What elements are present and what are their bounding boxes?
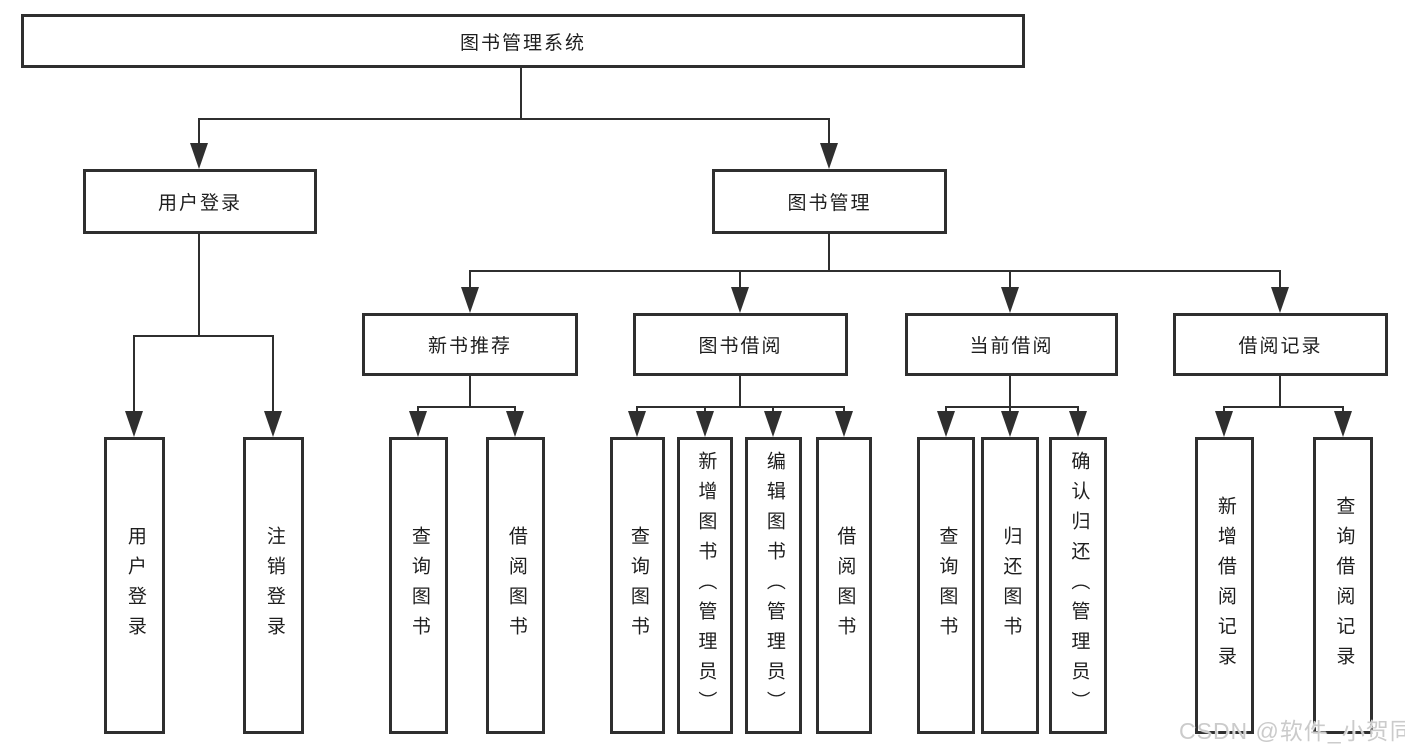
arrowhead-down-icon bbox=[1069, 411, 1087, 437]
leaf-label: 查询图书 bbox=[408, 525, 430, 646]
arrowhead-down-icon bbox=[190, 143, 208, 169]
connector-drop-leaf bbox=[417, 406, 419, 415]
connector-drop-leaf bbox=[1342, 406, 1344, 415]
connector-record-group-hline bbox=[1223, 406, 1344, 408]
leaf-label: 查询图书 bbox=[627, 525, 649, 646]
node-new-book-recommend: 新书推荐 bbox=[362, 313, 578, 376]
connector-current-group-hline bbox=[945, 406, 1079, 408]
leaf-label: 查询图书 bbox=[936, 525, 958, 646]
arrowhead-down-icon bbox=[1001, 287, 1019, 313]
arrowhead-down-icon bbox=[506, 411, 524, 437]
connector-drop-current-borrow bbox=[1009, 270, 1011, 290]
arrowhead-down-icon bbox=[461, 287, 479, 313]
arrowhead-down-icon bbox=[125, 411, 143, 437]
leaf-label: 新增图书（管理员） bbox=[695, 450, 717, 721]
leaf-label: 注销登录 bbox=[263, 525, 285, 646]
leaf-edit-books-admin: 编辑图书（管理员） bbox=[745, 437, 802, 734]
connector-book-management-stem bbox=[828, 233, 830, 272]
connector-drop-leaf bbox=[1009, 406, 1011, 415]
connector-borrow-group-hline bbox=[636, 406, 845, 408]
connector-drop-leaf bbox=[945, 406, 947, 415]
arrowhead-down-icon bbox=[820, 143, 838, 169]
connector-record-stem bbox=[1279, 375, 1281, 408]
connector-drop-leaf bbox=[772, 406, 774, 415]
connector-level3-hline bbox=[469, 270, 1281, 272]
connector-login-group-hline bbox=[133, 335, 274, 337]
arrowhead-down-icon bbox=[1334, 411, 1352, 437]
node-book-borrow: 图书借阅 bbox=[633, 313, 848, 376]
connector-drop-leaf bbox=[636, 406, 638, 415]
leaf-label: 借阅图书 bbox=[505, 525, 527, 646]
leaf-label: 编辑图书（管理员） bbox=[763, 450, 785, 721]
leaf-label: 借阅图书 bbox=[834, 525, 856, 646]
leaf-query-borrow-record: 查询借阅记录 bbox=[1313, 437, 1373, 734]
leaf-logout: 注销登录 bbox=[243, 437, 304, 734]
connector-drop-leaf bbox=[1223, 406, 1225, 415]
leaf-confirm-return-admin: 确认归还（管理员） bbox=[1049, 437, 1107, 734]
node-user-login: 用户登录 bbox=[83, 169, 317, 234]
connector-user-login-stem bbox=[198, 233, 200, 337]
connector-recommend-stem bbox=[469, 375, 471, 408]
arrowhead-down-icon bbox=[937, 411, 955, 437]
leaf-label: 归还图书 bbox=[1000, 525, 1022, 646]
connector-drop-new-book-recommend bbox=[469, 270, 471, 290]
node-book-management: 图书管理 bbox=[712, 169, 947, 234]
node-root-library-system: 图书管理系统 bbox=[21, 14, 1025, 68]
arrowhead-down-icon bbox=[1215, 411, 1233, 437]
leaf-add-books-admin: 新增图书（管理员） bbox=[677, 437, 733, 734]
leaf-query-books-recommend: 查询图书 bbox=[389, 437, 448, 734]
connector-current-stem bbox=[1009, 375, 1011, 408]
connector-drop-book-management bbox=[828, 118, 830, 148]
arrowhead-down-icon bbox=[1271, 287, 1289, 313]
arrowhead-down-icon bbox=[628, 411, 646, 437]
leaf-add-borrow-record: 新增借阅记录 bbox=[1195, 437, 1254, 734]
leaf-label: 用户登录 bbox=[124, 525, 146, 646]
arrowhead-down-icon bbox=[264, 411, 282, 437]
arrowhead-down-icon bbox=[696, 411, 714, 437]
leaf-borrow-books-recommend: 借阅图书 bbox=[486, 437, 545, 734]
connector-drop-leaf bbox=[843, 406, 845, 415]
connector-recommend-group-hline bbox=[417, 406, 516, 408]
leaf-query-books-borrow: 查询图书 bbox=[610, 437, 665, 734]
connector-drop-leaf bbox=[514, 406, 516, 415]
connector-drop-user-login bbox=[198, 118, 200, 148]
connector-drop-leaf bbox=[704, 406, 706, 415]
connector-drop-book-borrow bbox=[739, 270, 741, 290]
node-borrow-record: 借阅记录 bbox=[1173, 313, 1388, 376]
leaf-user-login: 用户登录 bbox=[104, 437, 165, 734]
leaf-borrow-books: 借阅图书 bbox=[816, 437, 872, 734]
connector-drop-leaf-logout bbox=[272, 335, 274, 415]
connector-level2-hline bbox=[198, 118, 830, 120]
watermark-csdn: CSDN @软件_小贺同学 bbox=[1179, 718, 1405, 744]
connector-drop-leaf-user-login bbox=[133, 335, 135, 415]
connector-drop-borrow-record bbox=[1279, 270, 1281, 290]
connector-root-stem bbox=[520, 68, 522, 120]
leaf-label: 查询借阅记录 bbox=[1333, 495, 1355, 676]
arrowhead-down-icon bbox=[764, 411, 782, 437]
arrowhead-down-icon bbox=[731, 287, 749, 313]
connector-drop-leaf bbox=[1077, 406, 1079, 415]
leaf-label: 新增借阅记录 bbox=[1214, 495, 1236, 676]
leaf-label: 确认归还（管理员） bbox=[1068, 450, 1090, 721]
arrowhead-down-icon bbox=[409, 411, 427, 437]
node-current-borrow: 当前借阅 bbox=[905, 313, 1118, 376]
connector-borrow-stem bbox=[739, 375, 741, 408]
arrowhead-down-icon bbox=[1001, 411, 1019, 437]
leaf-return-books: 归还图书 bbox=[981, 437, 1039, 734]
arrowhead-down-icon bbox=[835, 411, 853, 437]
leaf-query-books-current: 查询图书 bbox=[917, 437, 975, 734]
